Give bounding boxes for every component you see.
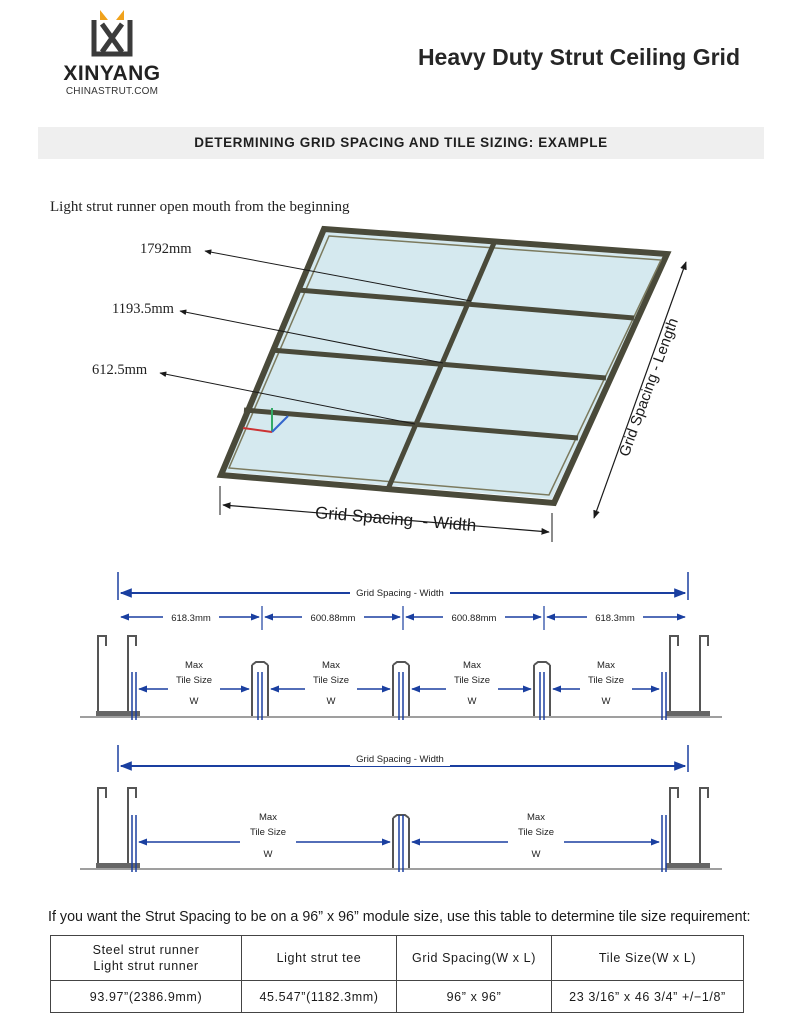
dim-label-1193: 1193.5mm (112, 301, 174, 317)
table-intro: If you want the Strut Spacing to be on a… (48, 909, 751, 925)
xinyang-logo-icon (91, 10, 133, 57)
tile-max-label: Max (322, 660, 340, 671)
table-row: 93.97”(2386.9mm) 45.547”(1182.3mm) 96” x… (50, 980, 744, 1013)
tile-size-label: Tile Size (313, 675, 349, 686)
tile-max-label: Max (259, 812, 277, 823)
tile-w-label: W (532, 849, 541, 860)
cell-tile-size: 23 3/16” x 46 3/4” +/−1/8” (551, 980, 744, 1013)
isometric-grid-drawing (159, 225, 687, 542)
total-width-label-2: Grid Spacing - Width (356, 754, 444, 765)
tile-size-table: Steel strut runner Light strut runner Li… (50, 935, 744, 1013)
header-grid-spacing: Grid Spacing(W x L) (396, 935, 552, 981)
cell-grid-spacing: 96” x 96” (396, 980, 552, 1013)
tile-max-label: Max (185, 660, 203, 671)
tile-max-label: Max (463, 660, 481, 671)
tile-size-label: Tile Size (176, 675, 212, 686)
leader-1193 (179, 309, 444, 364)
span-label-2: 600.88mm (311, 613, 356, 624)
section-two-bays: Grid Spacing - Width Max Tile Size W Max… (80, 745, 722, 872)
cell-runner: 93.97”(2386.9mm) (50, 980, 242, 1013)
tile-size-label: Tile Size (588, 675, 624, 686)
dim-label-1792: 1792mm (140, 241, 192, 257)
tile-size-label: Tile Size (518, 827, 554, 838)
header-tile-size: Tile Size(W x L) (551, 935, 744, 981)
header-cell: Steel strut runner Light strut runner (50, 935, 242, 981)
outer-frame-runner (216, 225, 672, 507)
brand-logo: XINYANG CHINASTRUT.COM (62, 6, 162, 97)
cross-tee-3 (243, 407, 579, 441)
table-header-row: Steel strut runner Light strut runner Li… (50, 935, 744, 981)
tile-max-label: Max (597, 660, 615, 671)
tile-size-label: Tile Size (454, 675, 490, 686)
dim-label-612: 612.5mm (92, 362, 148, 378)
tile-w-label: W (327, 696, 336, 707)
header-light-tee: Light strut tee (241, 935, 397, 981)
tile-w-label: W (602, 696, 611, 707)
span-label-4: 618.3mm (595, 613, 635, 624)
leader-612 (159, 371, 416, 425)
tile-w-label: W (264, 849, 273, 860)
iso-note: Light strut runner open mouth from the b… (50, 199, 350, 215)
width-dimension-line (222, 502, 550, 535)
axis-triad-icon (242, 408, 289, 433)
span-label-3: 600.88mm (452, 613, 497, 624)
header-steel-runner: Steel strut runner (92, 943, 200, 957)
center-runner (385, 242, 497, 490)
tile-max-label: Max (527, 812, 545, 823)
banner-title: DETERMINING GRID SPACING AND TILE SIZING… (194, 135, 608, 150)
page-title: Heavy Duty Strut Ceiling Grid (417, 44, 740, 70)
header-light-runner: Light strut runner (93, 959, 199, 973)
cell-tee: 45.547”(1182.3mm) (241, 980, 397, 1013)
tile-w-label: W (190, 696, 199, 707)
tile-size-label: Tile Size (250, 827, 286, 838)
length-dimension-line (593, 261, 687, 519)
leader-1792 (204, 249, 472, 302)
brand-site: CHINASTRUT.COM (65, 86, 159, 97)
section-banner: DETERMINING GRID SPACING AND TILE SIZING… (38, 127, 764, 159)
span-label-1: 618.3mm (171, 613, 211, 624)
total-width-label-1: Grid Spacing - Width (356, 588, 444, 599)
section-four-bays: Grid Spacing - Width 618.3mm 600.88mm 60… (80, 572, 722, 720)
cross-tee-2 (270, 347, 607, 381)
tile-w-label: W (468, 696, 477, 707)
brand-name: XINYANG (63, 62, 161, 85)
